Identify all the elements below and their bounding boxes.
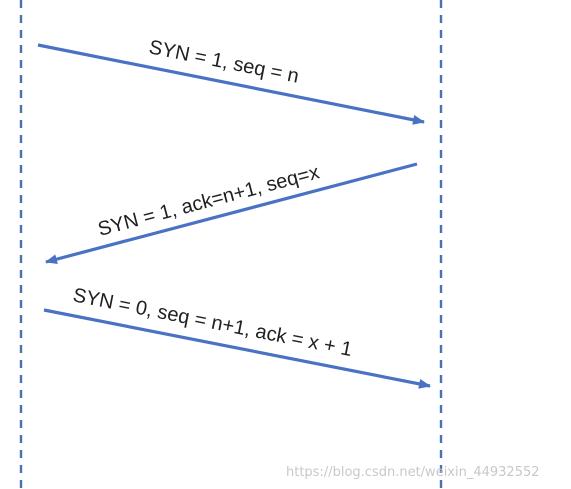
message-arrow-3 [43,308,431,389]
message-arrow-1 [37,43,425,125]
message-label-2: SYN = 1, ack=n+1, seq=x [96,161,322,240]
message-label-1: SYN = 1, seq = n [147,36,301,87]
watermark-text: https://blog.csdn.net/weixin_44932552 [286,465,540,480]
message-arrow-2 [45,162,418,265]
